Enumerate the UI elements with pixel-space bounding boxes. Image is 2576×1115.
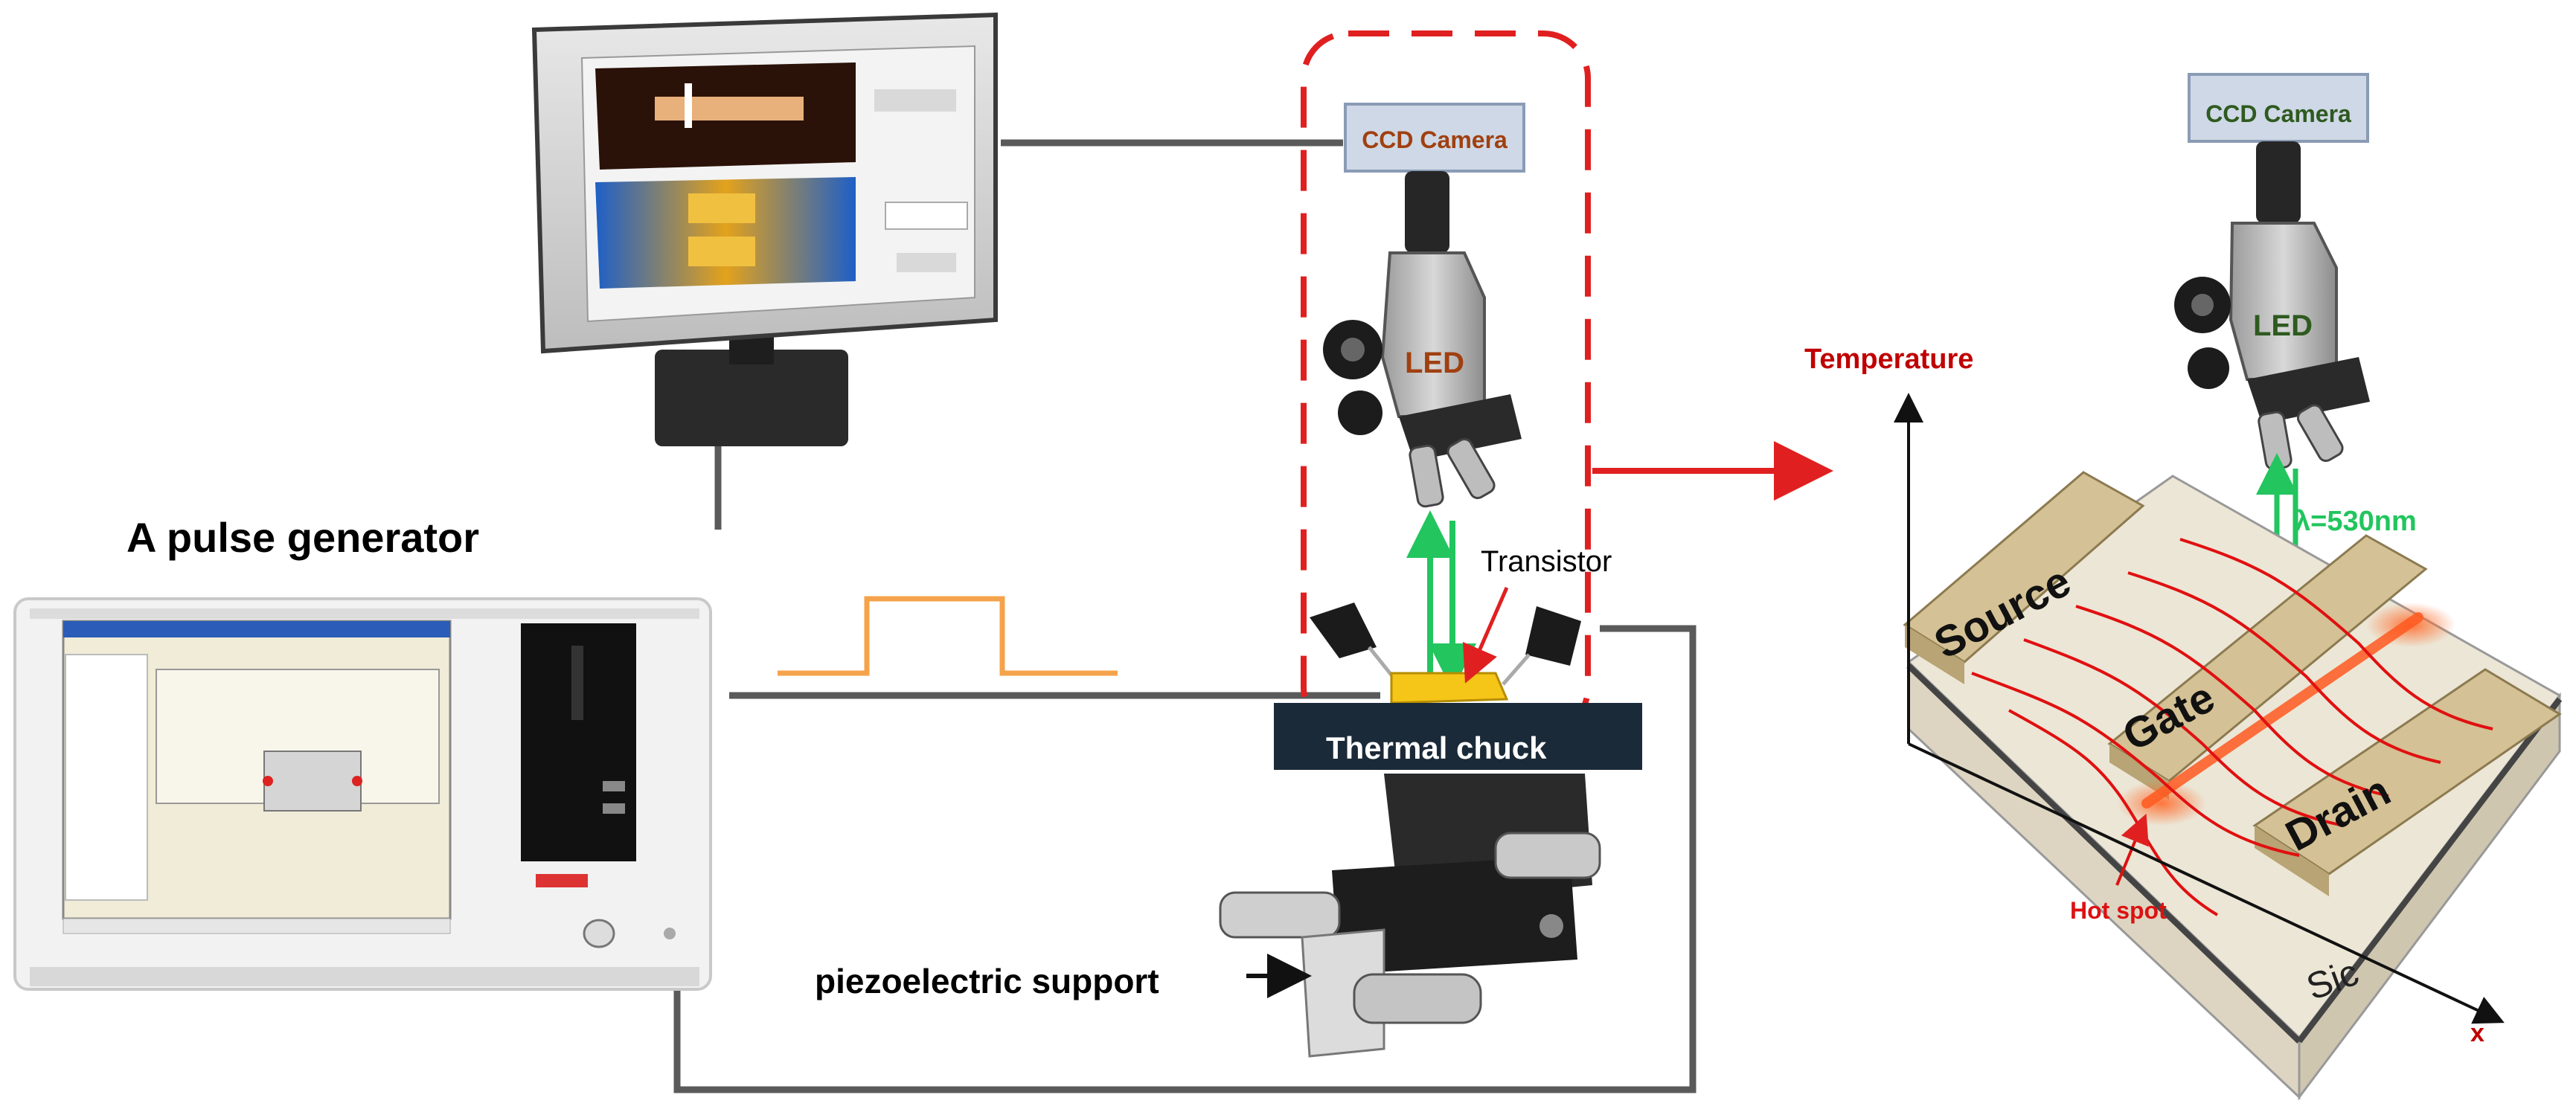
led-label-right: LED xyxy=(2253,309,2313,342)
pulse-generator-title: A pulse generator xyxy=(126,514,480,561)
probe-icon xyxy=(1310,603,1581,686)
ccd-camera-label-left: CCD Camera xyxy=(1362,126,1508,153)
x-axis-label: x xyxy=(2470,1019,2484,1047)
pulse-generator-icon xyxy=(13,597,712,991)
transistor-pointer xyxy=(1463,587,1509,684)
pulse-signal xyxy=(778,596,1118,676)
wavelength-label: λ=530nm xyxy=(2295,506,2417,537)
hot-spot-label: Hot spot xyxy=(2070,897,2167,924)
device-schematic xyxy=(1894,393,2563,1101)
thermal-chuck-label: Thermal chuck xyxy=(1326,730,1547,765)
ccd-camera-label-right: CCD Camera xyxy=(2205,100,2351,127)
light-beam-left xyxy=(1406,510,1476,691)
microscope-icon xyxy=(2174,73,2370,471)
cable-network xyxy=(673,139,1696,1093)
thermal-chuck xyxy=(1274,703,1642,770)
led-label-left: LED xyxy=(1405,347,1464,379)
xyz-stage-icon xyxy=(1219,774,1601,1058)
monitor-icon xyxy=(531,12,998,446)
temperature-axis-label: Temperature xyxy=(1804,344,1974,375)
transistor-label: Transistor xyxy=(1481,545,1612,578)
microscope-icon xyxy=(1323,103,1525,508)
transistor-chip xyxy=(1390,672,1509,704)
piezo-support-label: piezoelectric support xyxy=(815,962,1159,1000)
